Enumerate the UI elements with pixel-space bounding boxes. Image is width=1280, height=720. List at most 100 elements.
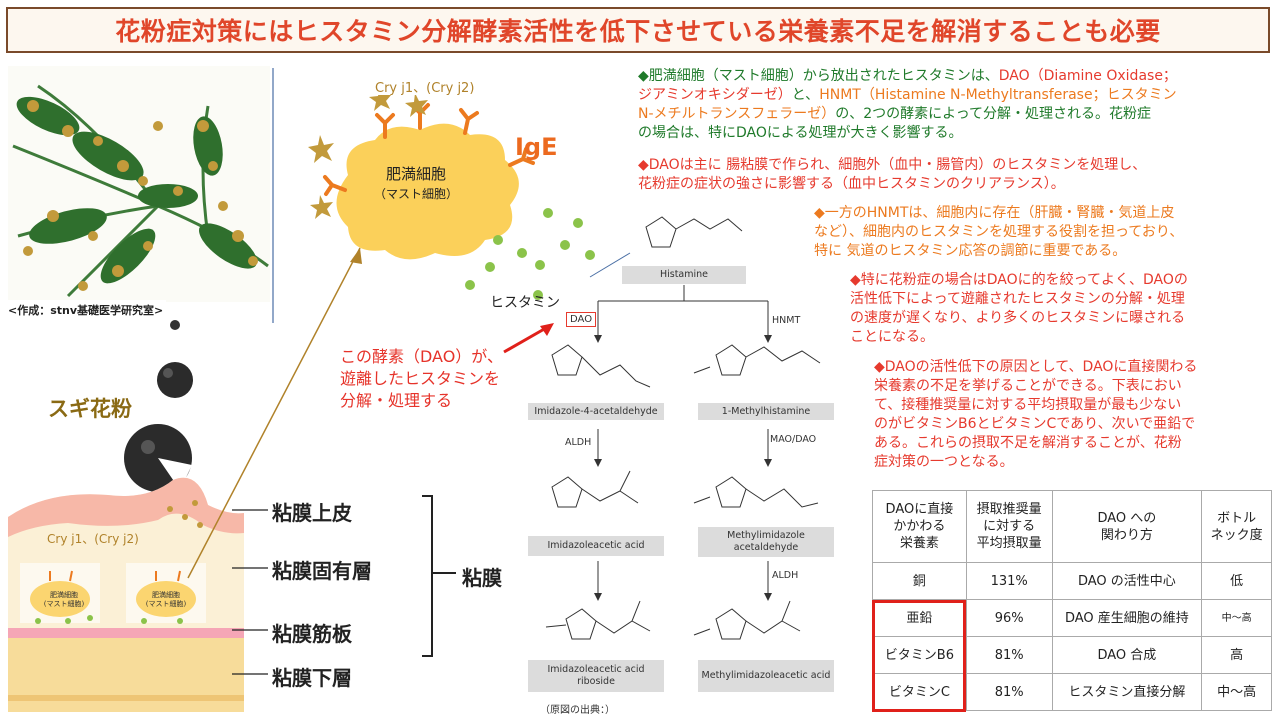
header-line: に対する <box>983 519 1036 534</box>
paragraph-line: など）、細胞内のヒスタミンを処理する役割を担っており、 <box>814 224 1184 240</box>
pathway-right-2: Methylimidazole acetaldehyde <box>698 527 834 557</box>
table-row: ビタミンB6 81% DAO 合成 高 <box>872 636 1272 674</box>
mast-cell-sub: （マスト細胞） <box>373 187 458 201</box>
paragraph-enzymes: ◆肥満細胞（マスト細胞）から放出されたヒスタミンは、DAO（Diamine Ox… <box>638 67 1278 143</box>
paragraph-segment: N-メチルトランスフェラーゼ） <box>638 106 836 122</box>
header-line: 関わり方 <box>1100 527 1153 543</box>
table-cell: 亜鉛 <box>872 599 967 637</box>
sugi-pollen-label: スギ花粉 <box>48 397 132 421</box>
paragraph-line: の速度が遅くなり、より多くのヒスタミンに曝される <box>850 310 1186 326</box>
layer-submucosa: 粘膜下層 <box>272 666 352 690</box>
credit-label: <作成：stnv基礎医学研究室> <box>5 300 167 320</box>
paragraph-line: ◆特に花粉症の場合はDAOに的を絞ってよく、DAOの <box>850 272 1188 288</box>
paragraph-hnmt-role: ◆一方のHNMTは、細胞内に存在（肝臓・腎臓・気道上皮 など）、細胞内のヒスタミ… <box>814 204 1276 261</box>
header-line: 平均摂取量 <box>976 536 1042 551</box>
cedar-branch-illustration <box>8 66 270 302</box>
table-cell: ヒスタミン直接分解 <box>1051 673 1203 711</box>
pathway-aldh-left: ALDH <box>565 437 592 448</box>
header-line: DAOに直接 <box>885 502 954 517</box>
pathway-aldh-right: ALDH <box>772 570 799 581</box>
pathway-left-2: Imidazoleacetic acid <box>528 536 664 556</box>
table-header-cell: DAO への 関わり方 <box>1051 490 1203 563</box>
table-cell: 低 <box>1201 562 1272 600</box>
table-cell: 131% <box>965 562 1053 600</box>
paragraph-segment: HNMT（Histamine N-Methyltransferase；ヒスタミン <box>819 87 1177 103</box>
mini-mast-cell-label-2: 肥満細胞 (マスト細胞) <box>129 591 203 609</box>
paragraph-line: 特に 気道のヒスタミン応答の調節に重要である。 <box>814 243 1127 259</box>
table-row: 亜鉛 96% DAO 産生細胞の維持 中～高 <box>872 599 1272 637</box>
paragraph-line: 活性低下によって遊離されたヒスタミンの分解・処理 <box>850 291 1185 307</box>
layer-lamina-propria: 粘膜固有層 <box>272 559 372 583</box>
paragraph-line: ジアミンオキシダーゼ）と、HNMT（Histamine N-Methyltran… <box>638 86 1278 105</box>
table-cell: 銅 <box>872 562 967 600</box>
paragraph-segment: ジアミンオキシダーゼ） <box>638 87 792 103</box>
histamine-pathway-diagram <box>545 216 821 640</box>
cry-antigen-label-top: Cry j1、(Cry j2) <box>375 81 475 96</box>
paragraph-line: ある。これらの摂取不足を解消することが、花粉 <box>874 435 1182 451</box>
zoom-arrow <box>187 247 362 579</box>
layer-bracket-lines <box>232 495 456 675</box>
mini-cell-sub: (マスト細胞) <box>43 600 85 608</box>
pathway-left-1: Imidazole-4-acetaldehyde <box>528 403 664 420</box>
title-banner: 花粉症対策にはヒスタミン分解酵素活性を低下させている栄養素不足を解消することも必… <box>6 7 1270 53</box>
table-cell: DAO の活性中心 <box>1051 562 1203 600</box>
cry-antigen-label-lower: Cry j1、(Cry j2) <box>47 532 139 546</box>
antigen-particles <box>167 500 203 528</box>
table-cell: 中～高 <box>1201 599 1272 637</box>
table-cell: ビタミンB6 <box>872 636 967 674</box>
pathway-mao-dao: MAO/DAO <box>770 434 817 445</box>
mast-cell-illustration <box>308 95 595 300</box>
pathway-left-3: Imidazoleacetic acid riboside <box>528 660 664 692</box>
mast-cell-label: 肥満細胞 （マスト細胞） <box>368 164 464 204</box>
paragraph-segment: と、 <box>791 87 820 103</box>
table-cell: 中～高 <box>1201 673 1272 711</box>
paragraph-dao-focus: ◆特に花粉症の場合はDAOに的を絞ってよく、DAOの 活性低下によって遊離された… <box>850 271 1276 347</box>
paragraph-line: のがビタミンB6とビタミンCであり、次いで亜鉛で <box>874 416 1196 432</box>
table-header-row: DAOに直接 かかわる 栄養素 摂取推奨量 に対する 平均摂取量 DAO への … <box>872 490 1272 563</box>
paragraph-line: ◆DAOの活性低下の原因として、DAOに直接関わる <box>874 359 1198 375</box>
pathway-hnmt-label: HNMT <box>772 315 801 326</box>
callout-line: 分解・処理する <box>340 391 453 410</box>
ige-label: IgE <box>515 133 558 161</box>
mini-mast-cell-label-1: 肥満細胞 (マスト細胞) <box>27 591 101 609</box>
pathway-right-1: 1-Methylhistamine <box>698 403 834 420</box>
header-line: ボトル <box>1217 510 1257 526</box>
table-cell: DAO 産生細胞の維持 <box>1051 599 1203 637</box>
table-header-cell: DAOに直接 かかわる 栄養素 <box>872 490 967 563</box>
mini-cell-name: 肥満細胞 <box>50 591 78 599</box>
mast-cell-name: 肥満細胞 <box>385 165 446 183</box>
table-header-cell: 摂取推奨量 に対する 平均摂取量 <box>965 490 1053 563</box>
paragraph-line: の場合は、特にDAOによる処理が大きく影響する。 <box>638 124 1278 143</box>
header-line: ネック度 <box>1210 527 1263 543</box>
paragraph-line: 花粉症の症状の強さに影響する（血中ヒスタミンのクリアランス）。 <box>638 176 1065 192</box>
paragraph-dao-role: ◆DAOは主に 腸粘膜で作られ、細胞外（血中・腸管内）のヒスタミンを処理し、 花… <box>638 156 1278 194</box>
header-line: 栄養素 <box>899 536 939 551</box>
paragraph-line: ことになる。 <box>850 329 934 345</box>
paragraph-segment: DAO（Diamine Oxidase； <box>998 68 1177 84</box>
pathway-dao-label: DAO <box>566 312 597 327</box>
mini-cell-sub: (マスト細胞) <box>145 600 187 608</box>
paragraph-line: ◆肥満細胞（マスト細胞）から放出されたヒスタミンは、DAO（Diamine Ox… <box>638 67 1278 86</box>
table-cell: 81% <box>965 636 1053 674</box>
callout-line: この酵素（DAO）が、 <box>340 347 503 366</box>
pathway-histamine: Histamine <box>622 266 746 284</box>
dao-callout: この酵素（DAO）が、 遊離したヒスタミンを 分解・処理する <box>340 346 503 412</box>
paragraph-line: 栄養素の不足を挙げることができる。下表におい <box>874 378 1182 394</box>
source-note: （原図の出典：） <box>540 705 615 716</box>
mini-cell-name: 肥満細胞 <box>152 591 180 599</box>
table-cell: 96% <box>965 599 1053 637</box>
pathway-right-3: Methylimidazoleacetic acid <box>698 660 834 692</box>
nutrient-table: DAOに直接 かかわる 栄養素 摂取推奨量 に対する 平均摂取量 DAO への … <box>872 490 1272 711</box>
paragraph-line: 症対策の一つとなる。 <box>874 454 1014 470</box>
paragraph-line: て、接種推奨量に対する平均摂取量が最も少ない <box>874 397 1182 413</box>
header-line: かかわる <box>893 519 946 534</box>
table-header-cell: ボトル ネック度 <box>1201 490 1272 563</box>
page-title: 花粉症対策にはヒスタミン分解酵素活性を低下させている栄養素不足を解消することも必… <box>115 17 1161 46</box>
callout-line: 遊離したヒスタミンを <box>340 369 501 388</box>
paragraph-segment: の場合は、特にDAOによる処理が大きく影響する。 <box>638 125 963 141</box>
mini-mast-cells <box>20 563 206 624</box>
paragraph-segment: の、2つの酵素によって分解・処理される。花粉症 <box>835 106 1152 122</box>
divider-line <box>272 68 274 323</box>
histamine-label: ヒスタミン <box>490 295 560 311</box>
paragraph-segment: ◆肥満細胞（マスト細胞）から放出されたヒスタミンは、 <box>638 68 999 84</box>
